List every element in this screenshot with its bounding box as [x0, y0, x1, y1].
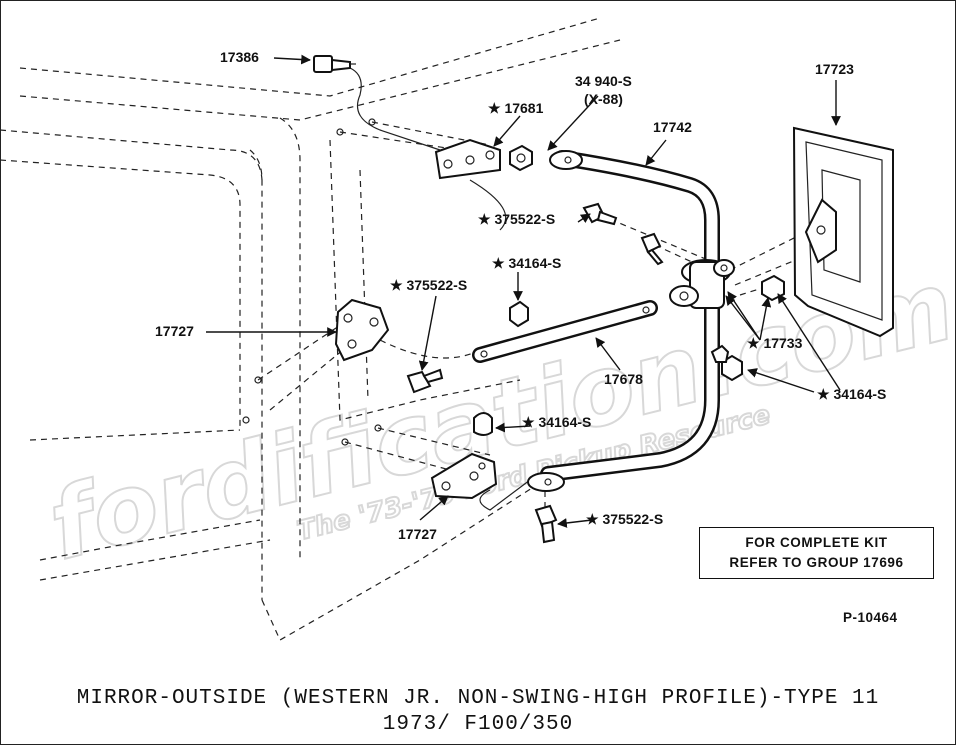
part-17727-bracket-left — [334, 298, 390, 362]
label-17678: 17678 — [604, 371, 643, 387]
label-17723: 17723 — [815, 61, 854, 77]
label-17727-bottom: 17727 — [398, 526, 437, 542]
leader-arrows — [206, 54, 841, 528]
kit-note-line2: REFER TO GROUP 17696 — [729, 555, 904, 570]
part-17733-clamp — [669, 259, 735, 309]
label-17727-left: 17727 — [155, 323, 194, 339]
label-375522-s-top: ★ 375522-S — [478, 211, 555, 227]
label-34164-s-low: ★ 34164-S — [522, 414, 591, 430]
label-17733: ★ 17733 — [747, 335, 803, 351]
part-17727-bracket-bottom — [430, 452, 498, 500]
label-34164-s-top: ★ 34164-S — [492, 255, 561, 271]
caption-line2: 1973/ F100/350 — [382, 713, 574, 736]
part-17678-brace — [472, 300, 658, 363]
diagram-caption: MIRROR-OUTSIDE (WESTERN JR. NON-SWING-HI… — [0, 686, 956, 738]
part-17681-bracket — [434, 138, 501, 180]
kit-note-line1: FOR COMPLETE KIT — [745, 535, 888, 550]
label-x88: (X-88) — [584, 91, 623, 107]
label-375522-s-bottom: ★ 375522-S — [586, 511, 663, 527]
label-17386: 17386 — [220, 49, 259, 65]
cab-outline — [0, 17, 621, 641]
part-17386-clip — [313, 55, 356, 73]
complete-kit-note: FOR COMPLETE KIT REFER TO GROUP 17696 — [699, 527, 934, 579]
label-34940-s: 34 940-S — [575, 73, 632, 89]
part-labels: 17386 34 940-S (X-88) ★ 17681 17742 1772… — [155, 49, 886, 542]
part-34940-nut — [509, 144, 533, 172]
label-17681: ★ 17681 — [488, 100, 544, 116]
label-17742: 17742 — [653, 119, 692, 135]
cab-mounting-holes — [242, 118, 382, 446]
drawing-number: P-10464 — [843, 610, 898, 625]
part-17723-mirror-head — [792, 126, 894, 338]
label-375522-s-middle: ★ 375522-S — [390, 277, 467, 293]
label-34164-s-right: ★ 34164-S — [817, 386, 886, 402]
caption-line1: MIRROR-OUTSIDE (WESTERN JR. NON-SWING-HI… — [76, 687, 880, 710]
bolts-and-nuts — [406, 202, 785, 544]
part-17742-mirror-arm — [527, 150, 720, 492]
